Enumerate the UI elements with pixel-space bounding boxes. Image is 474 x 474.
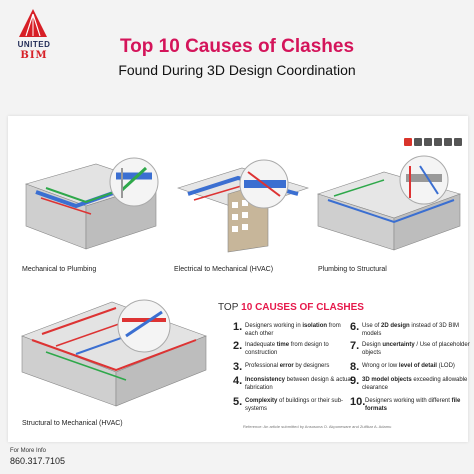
united-bim-logo: UNITED BIM: [8, 8, 60, 64]
cause-item-7: 7. Design uncertainty / Use of placehold…: [350, 340, 470, 357]
cause-item-9: 9. 3D model objects exceeding allowable …: [350, 375, 468, 392]
reference-note: Reference: An article submitted by Ansos…: [243, 424, 392, 429]
structural-to-mechanical-illustration: [21, 299, 207, 407]
top10-heading: TOP 10 CAUSES OF CLASHES: [218, 302, 364, 313]
infographic-card: Mechanical to Plumbing Electrical to Mec…: [8, 116, 470, 442]
cause-item-3: 3. Professional error by designers: [233, 361, 330, 373]
page-subtitle: Found During 3D Design Coordination: [118, 62, 356, 78]
page-title: Top 10 Causes of Clashes: [119, 36, 355, 57]
panel-caption-1: Mechanical to Plumbing: [22, 266, 97, 273]
footer-info-label: For More Info: [10, 448, 47, 454]
panel-caption-2: Electrical to Mechanical (HVAC): [174, 266, 274, 273]
cause-item-1: 1. Designers working in isolation from e…: [233, 321, 341, 338]
panel-caption-4: Structural to Mechanical (HVAC): [22, 420, 123, 427]
logo-text-bim: BIM: [20, 50, 48, 61]
youtube-icon[interactable]: [454, 138, 462, 146]
plumbing-to-structural-illustration: [317, 155, 461, 251]
electrical-to-mechanical-illustration: [177, 159, 309, 253]
panel-caption-3: Plumbing to Structural: [318, 266, 387, 273]
pinterest-icon[interactable]: [444, 138, 452, 146]
logo-triangle-icon: [19, 9, 47, 37]
linkedin-icon[interactable]: [424, 138, 432, 146]
twitter-icon[interactable]: [414, 138, 422, 146]
cause-item-5: 5. Complexity of buildings or their sub-…: [233, 396, 344, 413]
cause-item-8: 8. Wrong or low level of detail (LOD): [350, 361, 455, 373]
top10-heading-highlight: 10 CAUSES OF CLASHES: [241, 302, 364, 313]
footer-phone[interactable]: 860.317.7105: [10, 456, 66, 466]
cause-item-4: 4. Inconsistency between design & actual…: [233, 375, 353, 392]
logo-text-united: UNITED: [17, 40, 51, 49]
instagram-icon[interactable]: [434, 138, 442, 146]
cause-item-2: 2. Inadequate time from design to constr…: [233, 340, 329, 357]
mechanical-to-plumbing-illustration: [25, 157, 159, 250]
social-icons: [404, 138, 462, 146]
cause-item-6: 6. Use of 2D design instead of 3D BIM mo…: [350, 321, 460, 338]
top10-heading-prefix: TOP: [218, 302, 239, 313]
cause-item-10: 10. Designers working with different fil…: [350, 396, 461, 413]
facebook-icon[interactable]: [404, 138, 412, 146]
